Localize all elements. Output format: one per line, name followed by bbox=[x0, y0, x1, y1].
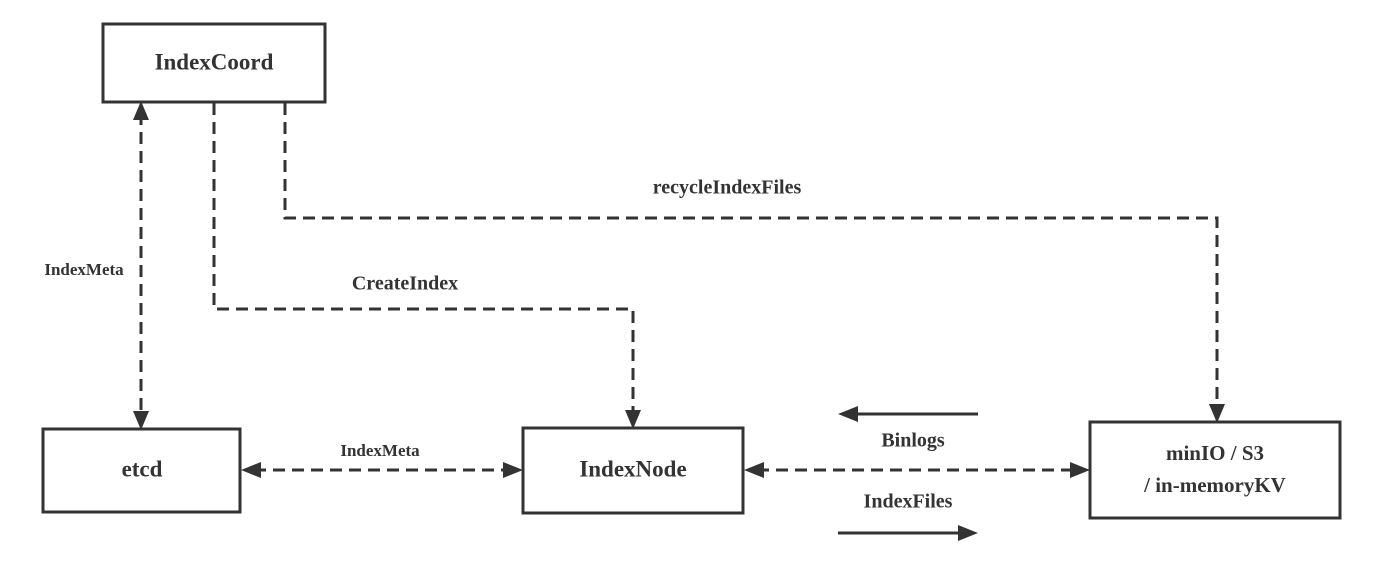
arrowhead-right-indexfiles bbox=[958, 525, 978, 541]
edge-createindex bbox=[212, 103, 641, 429]
edge-label-createindex: CreateIndex bbox=[352, 273, 458, 295]
node-indexnode[interactable]: IndexNode bbox=[521, 426, 745, 515]
node-minio-label-line1: minIO / S3 bbox=[1166, 441, 1264, 465]
node-etcd[interactable]: etcd bbox=[41, 427, 242, 514]
arrowhead-down-minio bbox=[1209, 404, 1225, 423]
node-etcd-label: etcd bbox=[122, 456, 163, 481]
arrowhead-left-binlogs bbox=[838, 406, 858, 422]
node-indexnode-label: IndexNode bbox=[579, 456, 686, 481]
edge-label-indexfiles: IndexFiles bbox=[864, 491, 953, 513]
node-minio[interactable]: minIO / S3 / in-memoryKV bbox=[1088, 420, 1342, 520]
edge-label-indexmeta-etcd-indexnode: IndexMeta bbox=[340, 441, 420, 460]
edge-line-createindex bbox=[212, 103, 635, 418]
edge-label-indexmeta-coord-etcd: IndexMeta bbox=[44, 260, 124, 279]
edge-recycleindexfiles bbox=[283, 103, 1225, 423]
arrowhead-down-indexnode bbox=[625, 410, 641, 429]
node-indexcoord[interactable]: IndexCoord bbox=[101, 22, 327, 104]
edge-label-recycleindexfiles: recycleIndexFiles bbox=[653, 177, 802, 199]
edge-indexfiles bbox=[838, 525, 978, 541]
edge-binlogs bbox=[838, 406, 978, 422]
node-etcd-rect[interactable] bbox=[41, 427, 242, 514]
arrowhead-left-etcd bbox=[241, 462, 261, 478]
arrowhead-up-indexcoord bbox=[133, 101, 149, 120]
edge-label-binlogs: Binlogs bbox=[881, 430, 945, 452]
arrowhead-down-etcd bbox=[133, 411, 149, 430]
arrowhead-right-indexnode bbox=[503, 462, 523, 478]
node-indexnode-rect[interactable] bbox=[521, 426, 745, 515]
node-minio-label-line2: / in-memoryKV bbox=[1143, 473, 1286, 497]
node-indexcoord-rect[interactable] bbox=[101, 22, 327, 104]
node-minio-rect[interactable] bbox=[1088, 420, 1342, 520]
arrowhead-left-indexnode bbox=[744, 462, 764, 478]
arrowhead-right-minio bbox=[1070, 462, 1090, 478]
edge-line-recycleindexfiles bbox=[283, 103, 1219, 412]
node-indexcoord-label: IndexCoord bbox=[155, 49, 274, 74]
edge-indexmeta-coord-etcd bbox=[133, 101, 149, 430]
edge-indexmeta-etcd-indexnode bbox=[241, 462, 523, 478]
edge-indexnode-minio-channel bbox=[744, 462, 1090, 478]
